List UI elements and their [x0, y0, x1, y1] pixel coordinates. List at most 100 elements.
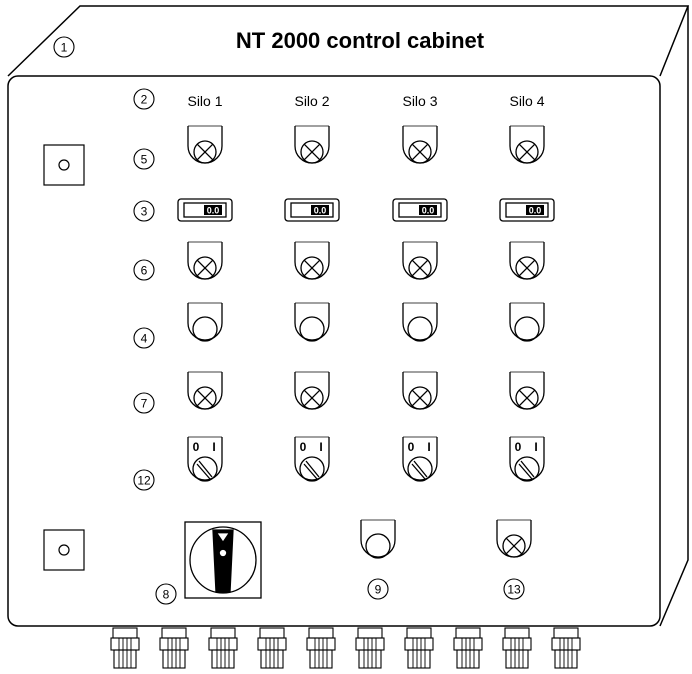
selector-switch-silo1-housing — [187, 437, 223, 481]
indicator-lamp-row6-silo2-lens — [300, 256, 324, 280]
silo-label-4: Silo 4 — [509, 93, 544, 109]
selector-switch-silo3-off-label: 0 — [408, 440, 415, 454]
digital-display-silo2: 0.0 — [284, 198, 340, 222]
selector-switch-silo3-housing — [402, 437, 438, 481]
push-button-9 — [360, 519, 396, 559]
callout-9: 9 — [367, 578, 389, 600]
callout-number: 1 — [61, 41, 68, 55]
indicator-lamp-row6-silo2 — [294, 241, 330, 280]
isolator-switch-pin — [219, 549, 227, 557]
indicator-lamp-row5-silo4-lens — [515, 140, 539, 164]
callout-1: 1 — [53, 36, 75, 58]
push-button-row4-silo4-housing — [509, 303, 545, 341]
isolator-switch-housing — [184, 521, 262, 599]
callout-number: 3 — [141, 205, 148, 219]
callout-2: 2 — [133, 88, 155, 110]
indicator-lamp-row5-silo1-lens — [193, 140, 217, 164]
indicator-lamp-row5-silo2-lens — [300, 140, 324, 164]
selector-switch-silo4-off-label: 0 — [515, 440, 522, 454]
callout-number: 13 — [507, 583, 521, 597]
indicator-lamp-row7-silo1-lens — [193, 386, 217, 410]
indicator-lamp-row7-silo2 — [294, 371, 330, 410]
push-button-row4-silo3-cap — [407, 316, 433, 342]
cable-gland — [502, 627, 532, 669]
push-button-row4-silo2 — [294, 302, 330, 342]
indicator-lamp-row5-silo1-housing — [187, 126, 223, 164]
digital-display-silo4: 0.0 — [499, 198, 555, 222]
callout-13: 13 — [503, 578, 525, 600]
cable-gland — [208, 627, 238, 669]
indicator-lamp-row7-silo4 — [509, 371, 545, 410]
selector-switch-silo1-off-label: 0 — [193, 440, 200, 454]
callout-6: 6 — [133, 259, 155, 281]
push-button-9-cap — [365, 533, 391, 559]
selector-switch-silo2-on-label: I — [319, 440, 322, 454]
mounting-plate-top — [43, 144, 85, 186]
callout-3: 3 — [133, 200, 155, 222]
silo-label-2: Silo 2 — [294, 93, 329, 109]
isolator-switch-ring — [189, 526, 257, 594]
selector-switch-silo1-on-label: I — [212, 440, 215, 454]
callout-number: 2 — [141, 93, 148, 107]
indicator-lamp-row7-silo1-housing — [187, 372, 223, 410]
cable-gland — [110, 627, 140, 669]
selector-switch-silo1-knob — [192, 456, 218, 482]
digital-display-silo2-bezel — [284, 198, 340, 222]
digital-display-silo3-bezel — [392, 198, 448, 222]
digital-display-silo4-value: 0.0 — [529, 206, 542, 216]
cable-gland — [551, 627, 581, 669]
indicator-lamp-row7-silo4-lens — [515, 386, 539, 410]
indicator-lamp-row6-silo4-housing — [509, 242, 545, 280]
callout-number: 8 — [163, 588, 170, 602]
indicator-lamp-row5-silo2 — [294, 125, 330, 164]
digital-display-silo3: 0.0 — [392, 198, 448, 222]
cable-gland — [404, 627, 434, 669]
push-button-row4-silo1-housing — [187, 303, 223, 341]
indicator-lamp-row6-silo1-lens — [193, 256, 217, 280]
digital-display-silo3-value: 0.0 — [422, 206, 435, 216]
callout-number: 6 — [141, 264, 148, 278]
indicator-lamp-13 — [496, 519, 532, 558]
digital-display-silo1-value: 0.0 — [207, 206, 220, 216]
callout-number: 12 — [137, 474, 151, 488]
push-button-row4-silo4 — [509, 302, 545, 342]
cabinet-right-face — [659, 6, 689, 627]
indicator-lamp-row6-silo3 — [402, 241, 438, 280]
cable-gland — [355, 627, 385, 669]
cable-gland — [306, 627, 336, 669]
mounting-hole-bottom — [58, 544, 70, 556]
selector-switch-silo4-housing — [509, 437, 545, 481]
digital-display-silo1: 0.0 — [177, 198, 233, 222]
digital-display-silo2-screen — [290, 202, 334, 218]
digital-display-silo4-bezel — [499, 198, 555, 222]
cabinet-title: NT 2000 control cabinet — [236, 28, 485, 53]
callout-number: 4 — [141, 332, 148, 346]
indicator-lamp-row5-silo1 — [187, 125, 223, 164]
indicator-lamp-row7-silo1 — [187, 371, 223, 410]
selector-switch-silo3-knob — [407, 456, 433, 482]
push-button-row4-silo4-cap — [514, 316, 540, 342]
indicator-lamp-row5-silo3 — [402, 125, 438, 164]
isolator-switch-marker — [217, 533, 229, 542]
callout-8: 8 — [155, 583, 177, 605]
indicator-lamp-13-housing — [496, 520, 532, 558]
push-button-row4-silo2-housing — [294, 303, 330, 341]
indicator-lamp-row6-silo2-housing — [294, 242, 330, 280]
silo-label-3: Silo 3 — [402, 93, 437, 109]
indicator-lamp-row6-silo3-lens — [408, 256, 432, 280]
cabinet-front-panel — [7, 75, 661, 627]
mounting-plate-bottom — [43, 529, 85, 571]
indicator-lamp-row7-silo2-housing — [294, 372, 330, 410]
selector-switch-silo2-housing — [294, 437, 330, 481]
digital-display-silo3-screen — [398, 202, 442, 218]
indicator-lamp-row6-silo3-housing — [402, 242, 438, 280]
cabinet-body — [7, 5, 690, 627]
indicator-lamp-row6-silo1 — [187, 241, 223, 280]
digital-display-silo1-bezel — [177, 198, 233, 222]
